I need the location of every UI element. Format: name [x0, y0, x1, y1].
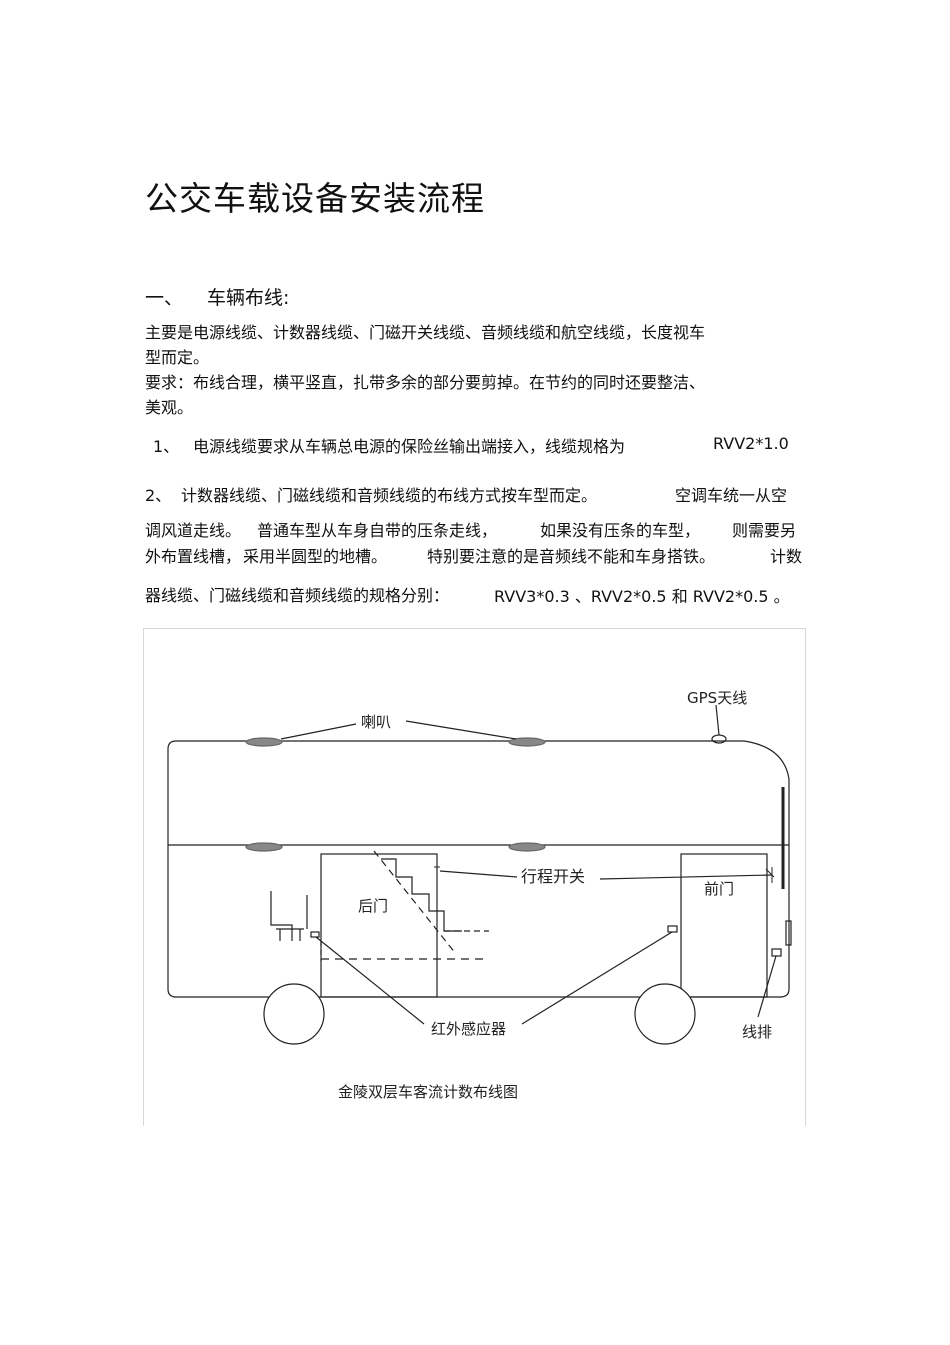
page-title: 公交车载设备安装流程: [145, 179, 485, 218]
harness-label: 线排: [742, 1023, 772, 1041]
front-bumper: [785, 920, 792, 946]
stairs-diagonal: [373, 850, 457, 955]
wiring-diagram: GPS天线 喇叭 行程开关 后门 前门 红外感应器 线排 金陵双层车客流计数布线…: [143, 628, 806, 1126]
leader-line: [405, 720, 517, 740]
travel-switch-icon: [434, 861, 440, 875]
ir-sensor-icon: [310, 931, 320, 938]
item-text: 外布置线槽，: [145, 547, 242, 566]
bus-diagram-svg: GPS天线 喇叭 行程开关 后门 前门 红外感应器 线排 金陵双层车客流计数布线…: [167, 689, 792, 1101]
item-text: 电源线缆要求从车辆总电源的保险丝输出端接入，线缆规格为: [193, 437, 626, 456]
item-spec: RVV2*1.0: [713, 434, 789, 453]
paragraph-line: 美观。: [145, 398, 194, 417]
speaker-icon: [245, 737, 283, 747]
item-text: 则需要另: [732, 521, 797, 540]
paragraph-line: 型而定。: [145, 348, 210, 367]
item-text: 器线缆、门磁线缆和音频线缆的规格分别：: [145, 586, 450, 605]
travel-switch-icon: [765, 867, 775, 883]
item-text: 如果没有压条的车型，: [540, 521, 701, 540]
leader-line: [599, 874, 773, 880]
item-text: 计数器线缆、门磁线缆和音频线缆的布线方式按车型而定。: [181, 486, 598, 505]
gps-antenna-icon: [711, 734, 727, 744]
item-text: 普通车型从车身自带的压条走线，: [257, 521, 498, 540]
item-spec: RVV3*0.3 、RVV2*0.5 和 RVV2*0.5 。: [494, 587, 790, 606]
speaker-icon: [508, 737, 546, 747]
bus-body: [167, 740, 790, 998]
stairs: [381, 858, 462, 932]
speaker-icon: [245, 842, 283, 852]
wheel-front: [634, 983, 696, 1045]
rear-door: [320, 853, 438, 998]
diagram-caption: 金陵双层车客流计数布线图: [338, 1083, 518, 1101]
front-door-label: 前门: [704, 880, 734, 898]
section-number: 一、: [145, 287, 184, 309]
travel-switch-label: 行程开关: [521, 867, 585, 886]
item-number: 2、: [145, 486, 172, 505]
paragraph-line: 主要是电源线缆、计数器线缆、门磁开关线缆、音频线缆和航空线缆，长度视车: [145, 323, 706, 342]
section-heading: 车辆布线:: [207, 287, 290, 309]
harness-icon: [771, 948, 782, 957]
leader-line: [757, 955, 777, 1018]
item-text: 计数: [770, 547, 803, 566]
paragraph-line: 要求：布线合理，横平竖直，扎带多余的部分要剪掉。在节约的同时还要整洁、: [145, 373, 706, 392]
speaker-icon: [508, 842, 546, 852]
leader-line: [280, 723, 357, 740]
speaker-label: 喇叭: [361, 713, 391, 731]
ir-sensor-icon: [667, 925, 678, 933]
item-text: 调风道走线。: [145, 521, 242, 540]
front-door: [680, 853, 768, 998]
rear-door-label: 后门: [358, 897, 388, 915]
item-text: 采用半圆型的地槽。: [243, 547, 388, 566]
ir-sensor-label: 红外感应器: [431, 1020, 506, 1038]
leader-line: [315, 936, 425, 1025]
gps-label: GPS天线: [687, 689, 747, 707]
seat-icon: [270, 891, 308, 941]
leader-line: [439, 870, 518, 878]
item-text: 空调车统一从空: [675, 486, 788, 505]
wheel-rear: [263, 983, 325, 1045]
leader-line: [521, 931, 673, 1025]
item-text: 特别要注意的是音频线不能和车身搭铁。: [427, 547, 716, 566]
item-number: 1、: [153, 437, 180, 456]
leader-line: [715, 704, 720, 736]
